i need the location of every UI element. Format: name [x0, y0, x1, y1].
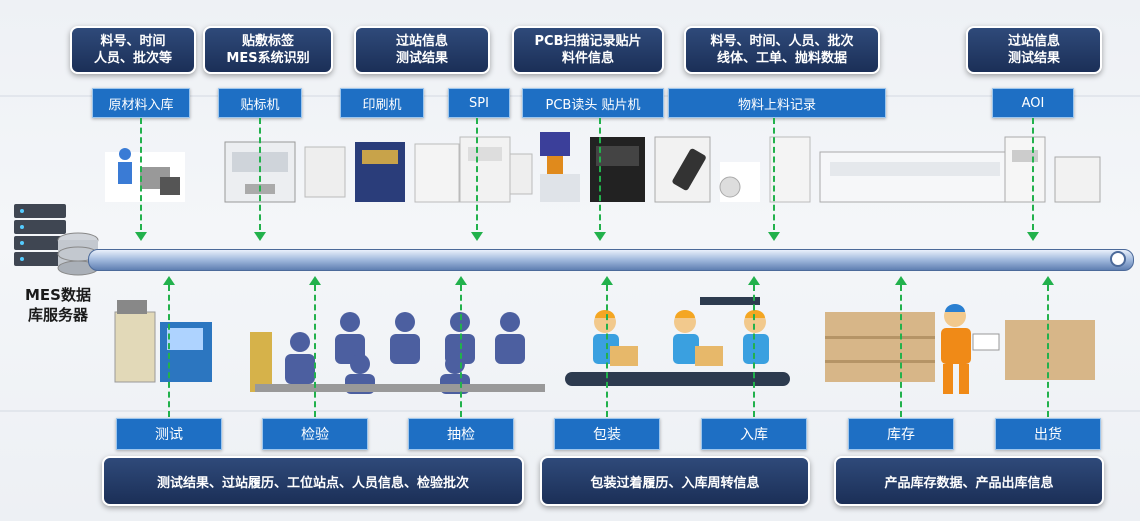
arrow-up-icon	[601, 276, 613, 285]
info-line: 线体、工单、抛料数据	[716, 51, 847, 66]
arrow-down-icon	[768, 232, 780, 241]
flow-arrow-line	[460, 285, 462, 417]
packaging-conveyor-icon	[565, 297, 790, 386]
info-box-labeler: 贴敷标签 MES系统识别	[203, 26, 333, 74]
label-inventory: 库存	[848, 418, 954, 450]
label-shipping: 出货	[995, 418, 1101, 450]
info-box-inventory-shipping: 产品库存数据、产品出库信息	[834, 456, 1104, 506]
label-material-loading: 物料上料记录	[668, 88, 886, 118]
label-aoi: AOI	[992, 88, 1074, 118]
info-box-pcb-scan: PCB扫描记录贴片 料件信息	[512, 26, 664, 74]
inspection-workers-icon	[250, 312, 545, 394]
bottom-operations-illustration	[114, 297, 1095, 394]
flow-arrow-line	[606, 285, 608, 417]
info-line: 测试结果	[1007, 51, 1060, 66]
printer-machine-icon	[304, 142, 460, 203]
label-raw-material-in: 原材料入库	[92, 88, 190, 118]
flow-arrow-line	[476, 118, 478, 230]
arrow-down-icon	[135, 232, 147, 241]
server-label-line: 库服务器	[27, 306, 88, 324]
test-station-icon	[114, 300, 212, 383]
info-line: PCB扫描记录贴片	[534, 34, 642, 49]
flow-arrow-line	[259, 118, 261, 230]
flow-arrow-line	[140, 118, 142, 230]
arrow-up-icon	[1042, 276, 1054, 285]
pipe-end-cap	[1110, 251, 1126, 267]
label-spi: SPI	[448, 88, 510, 118]
label-inspection: 检验	[262, 418, 368, 450]
info-box-material-loading: 料号、时间、人员、批次 线体、工单、抛料数据	[684, 26, 880, 74]
flow-arrow-line	[900, 285, 902, 417]
info-box-raw-material: 料号、时间 人员、批次等	[70, 26, 196, 74]
info-line: 料号、时间	[100, 34, 166, 49]
label-sampling: 抽检	[408, 418, 514, 450]
info-box-test-inspection: 测试结果、过站履历、工位站点、人员信息、检验批次	[102, 456, 524, 506]
database-server-icon	[14, 204, 99, 276]
label-warehousing: 入库	[701, 418, 807, 450]
flow-arrow-line	[1032, 118, 1034, 230]
flow-arrow-line	[314, 285, 316, 417]
handheld-scanner-icon	[672, 148, 760, 202]
info-line: 贴敷标签	[241, 34, 294, 49]
info-line: 料件信息	[561, 51, 614, 66]
label-labeler: 贴标机	[218, 88, 302, 118]
label-packaging: 包装	[554, 418, 660, 450]
arrow-up-icon	[455, 276, 467, 285]
label-printer: 印刷机	[340, 88, 424, 118]
info-box-aoi: 过站信息 测试结果	[966, 26, 1102, 74]
info-line: 过站信息	[395, 34, 448, 49]
info-box-packaging-warehousing: 包装过着履历、入库周转信息	[540, 456, 810, 506]
arrow-down-icon	[1027, 232, 1039, 241]
server-label-line: MES数据	[25, 286, 91, 304]
label-test: 测试	[116, 418, 222, 450]
warehouse-stock-icon	[825, 304, 1095, 394]
reflow-oven-icon	[769, 136, 1011, 203]
flow-arrow-line	[773, 118, 775, 230]
arrow-down-icon	[594, 232, 606, 241]
flow-arrow-line	[168, 285, 170, 417]
flow-arrow-line	[1047, 285, 1049, 417]
arrow-down-icon	[471, 232, 483, 241]
arrow-up-icon	[895, 276, 907, 285]
aoi-machine-icon	[1004, 136, 1101, 203]
arrow-up-icon	[163, 276, 175, 285]
info-line: 过站信息	[1007, 34, 1060, 49]
production-line-illustration	[105, 132, 1101, 203]
info-box-printer: 过站信息 测试结果	[354, 26, 490, 74]
info-line: 料号、时间、人员、批次	[710, 34, 854, 49]
flow-arrow-line	[753, 285, 755, 417]
info-line: MES系统识别	[226, 51, 310, 66]
arrow-down-icon	[254, 232, 266, 241]
warehouse-worker-icon	[105, 148, 185, 202]
info-line: 测试结果	[395, 51, 448, 66]
server-label: MES数据 库服务器	[18, 285, 98, 325]
arrow-up-icon	[309, 276, 321, 285]
pcb-barcode-reader-icon	[540, 132, 580, 202]
flow-arrow-line	[599, 118, 601, 230]
info-line: 人员、批次等	[93, 51, 172, 66]
label-pcb-reader-placer: PCB读头 贴片机	[522, 88, 664, 118]
arrow-up-icon	[748, 276, 760, 285]
data-bus-pipe	[88, 249, 1134, 271]
spi-machine-icon	[459, 136, 533, 203]
